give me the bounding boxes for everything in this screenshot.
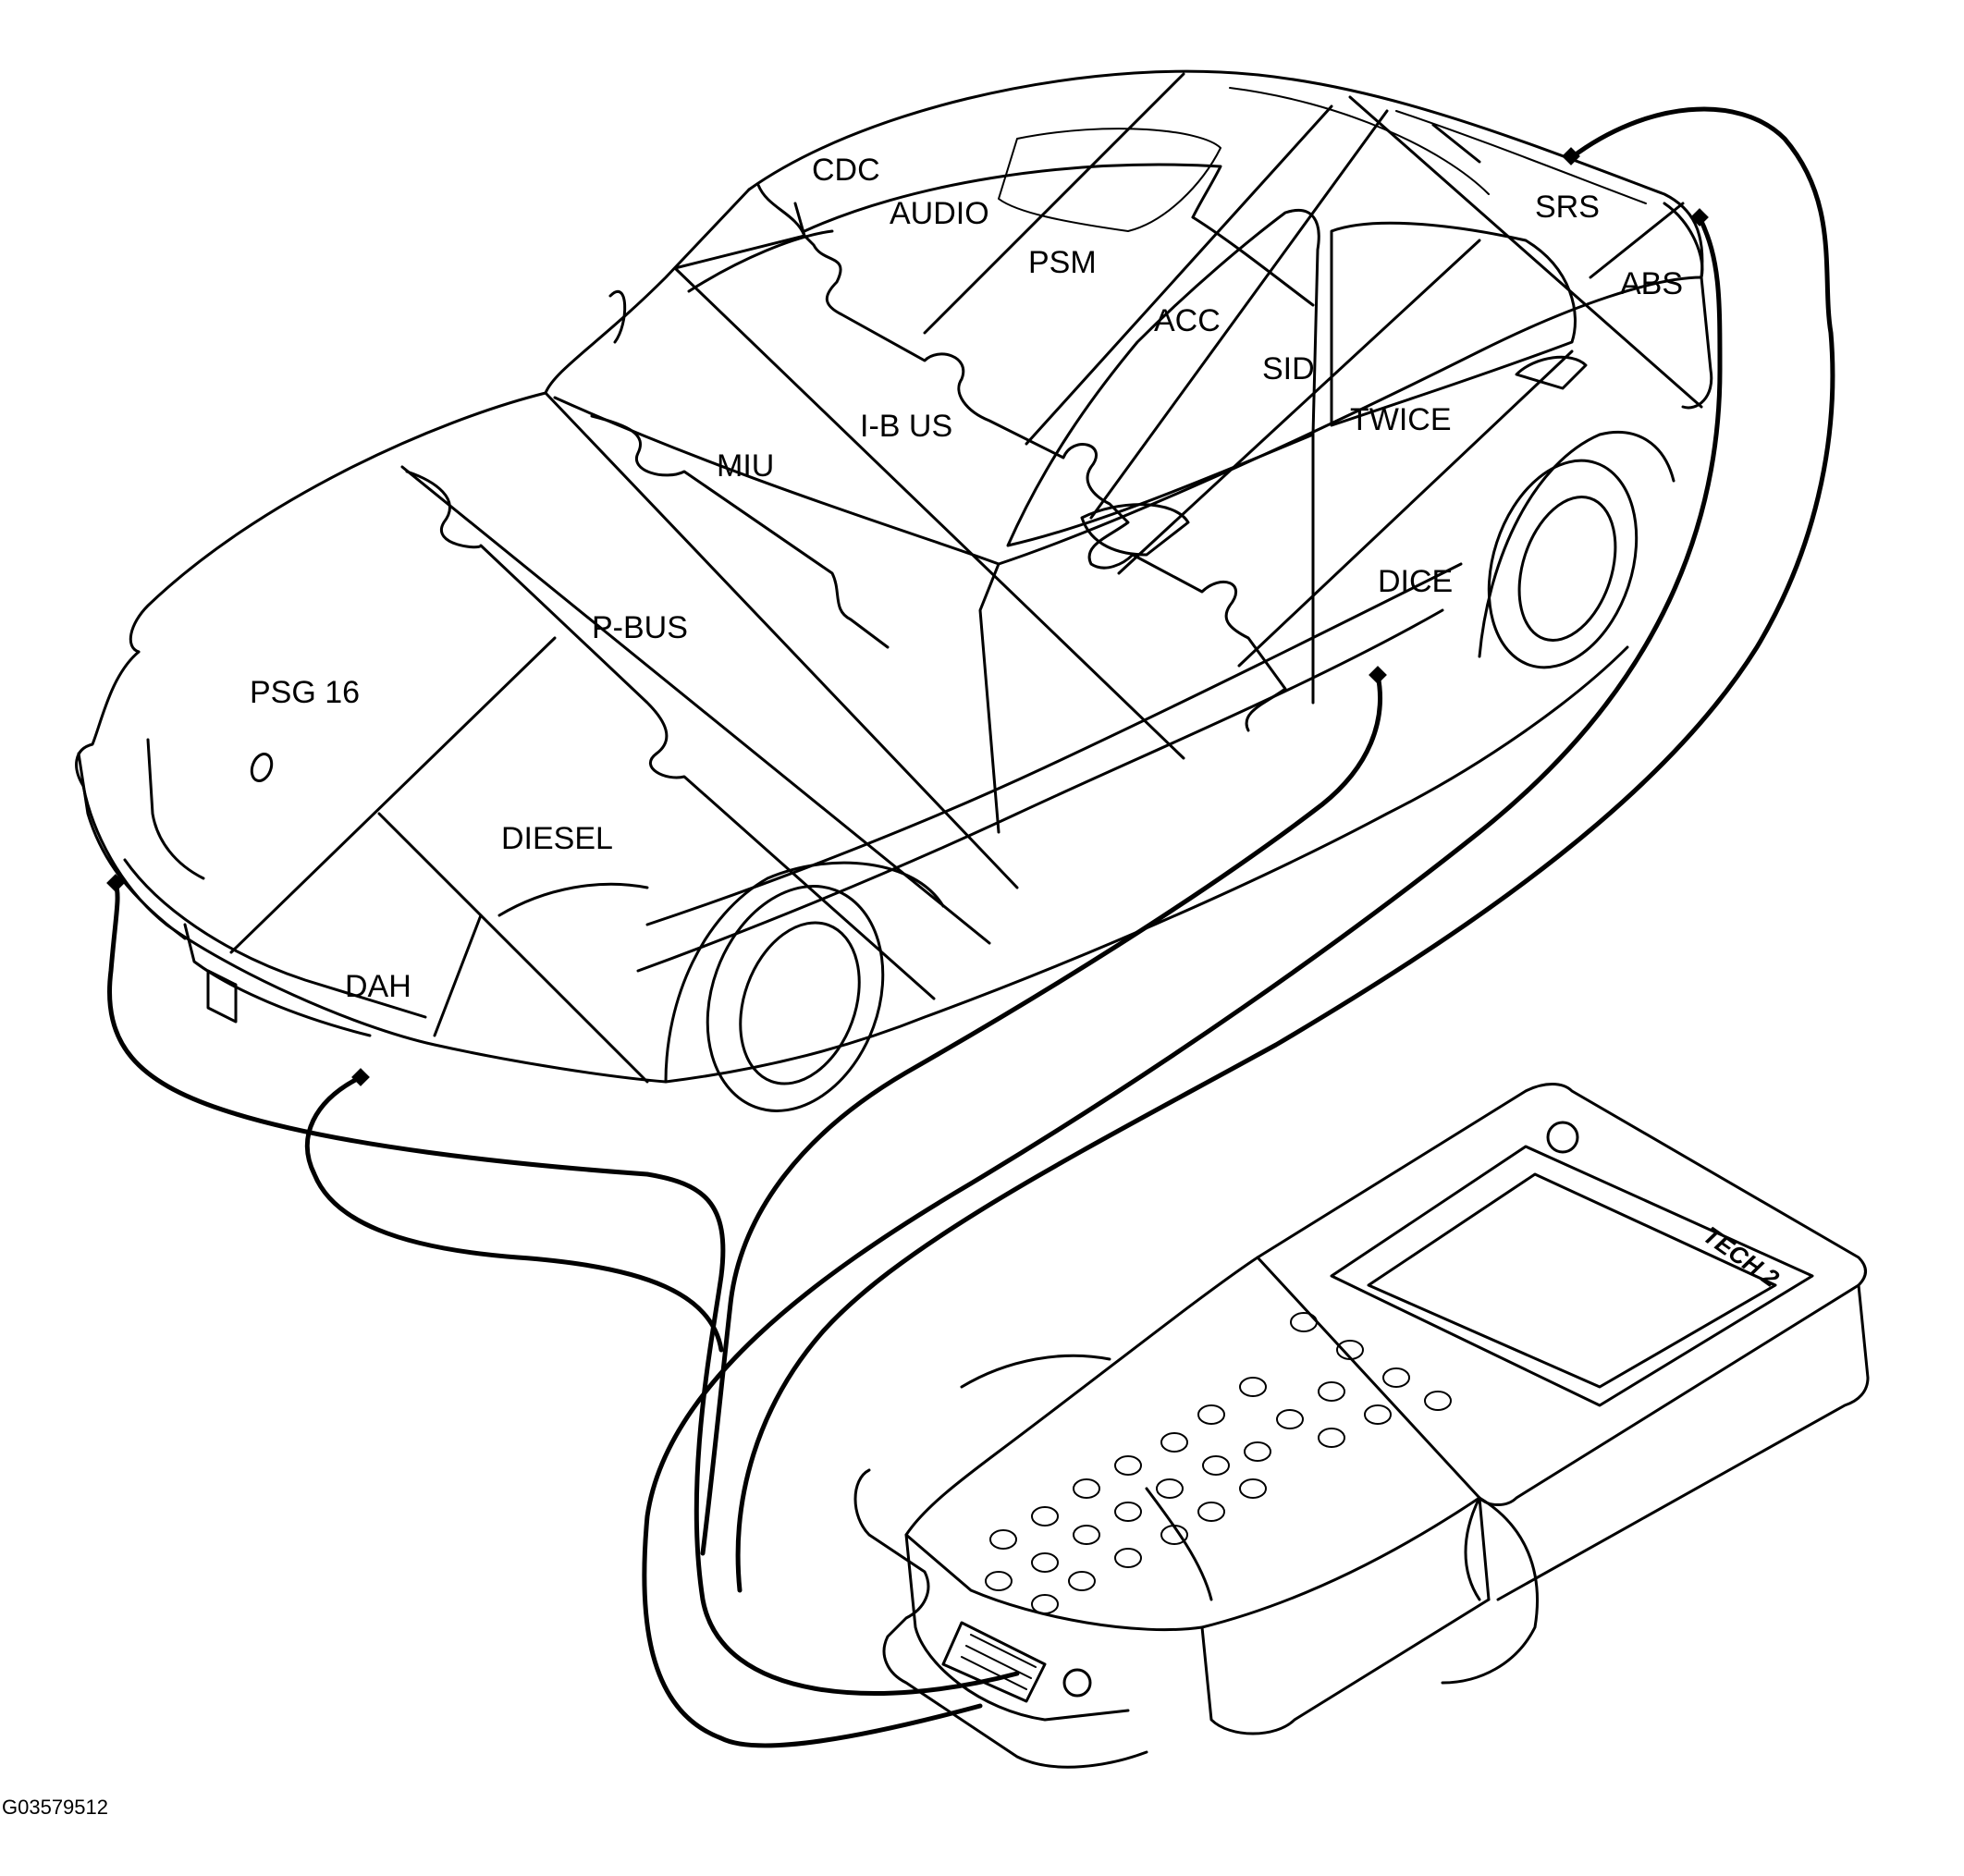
- label-cdc: CDC: [812, 153, 880, 188]
- keypad-buttons: [985, 1312, 1452, 1614]
- brand-logo-icon: [1546, 1121, 1579, 1154]
- label-psm: PSM: [1028, 245, 1097, 280]
- diagnostic-cables: [106, 106, 1835, 1748]
- label-acc: ACC: [1154, 303, 1221, 338]
- label-srs: SRS: [1535, 190, 1600, 225]
- label-pbus: P-BUS: [592, 610, 688, 645]
- label-abs: ABS: [1620, 266, 1683, 301]
- label-sid: SID: [1262, 351, 1315, 386]
- label-psg16: PSG 16: [250, 675, 360, 710]
- label-ibus: I-B US: [860, 409, 952, 444]
- label-dice: DICE: [1378, 564, 1453, 599]
- label-audio: AUDIO: [890, 196, 989, 231]
- label-twice: TWICE: [1350, 402, 1452, 437]
- label-dah: DAH: [345, 969, 411, 1004]
- label-diesel: DIESEL: [501, 821, 613, 856]
- figure-reference: G03579512: [2, 1796, 108, 1819]
- bus-segment-lines: [229, 72, 1703, 1084]
- module-labels: CDC AUDIO PSM ACC SRS ABS SID TWICE I-B …: [250, 153, 1683, 1004]
- tech2-scan-tool: TECH 2: [853, 1083, 1870, 1769]
- label-miu: MIU: [717, 448, 774, 484]
